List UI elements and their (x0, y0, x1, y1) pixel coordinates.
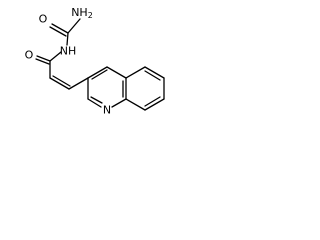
bond-c7-c8-inner (144, 96, 161, 107)
bond-c2-c3 (87, 66, 108, 79)
bond-nh-c (49, 51, 62, 62)
bond-c5-c6-inner (144, 70, 161, 81)
bond-c3-c4 (106, 66, 127, 79)
bond-n-c2-inner (90, 96, 103, 104)
atom-label-amide-nh: NH (60, 45, 77, 58)
bond-alkene-b (52, 75, 71, 87)
bond-c4a-c5 (125, 66, 146, 79)
bond-c5-c6 (144, 66, 165, 79)
molecule-drawing: NH2 O NH O N (25, 6, 165, 117)
atom-label-oxygen-left: O (25, 49, 34, 62)
bond-ch-c2 (68, 77, 89, 90)
bond-c8-c8a (125, 98, 146, 111)
bond-c-nh (66, 32, 69, 46)
bond-n-c2 (87, 98, 102, 108)
bond-c8a-n (111, 98, 127, 108)
atom-label-quinoline-n: N (103, 104, 111, 117)
structure-canvas: NH2 O NH O N (0, 0, 187, 122)
bond-c7-c8 (144, 98, 165, 111)
bond-c-o-left-b (35, 58, 50, 65)
bond-c-nh2 (67, 18, 81, 34)
bond-c-o-top-b (49, 26, 67, 37)
bond-c2-c3-inner (91, 69, 108, 80)
atom-label-amine: NH2 (71, 6, 93, 20)
bond-c-o-left-a (36, 55, 51, 62)
bond-alkene-a (49, 77, 70, 90)
bond-c-o-top-a (51, 23, 69, 34)
atom-label-oxygen-top: O (39, 13, 48, 26)
